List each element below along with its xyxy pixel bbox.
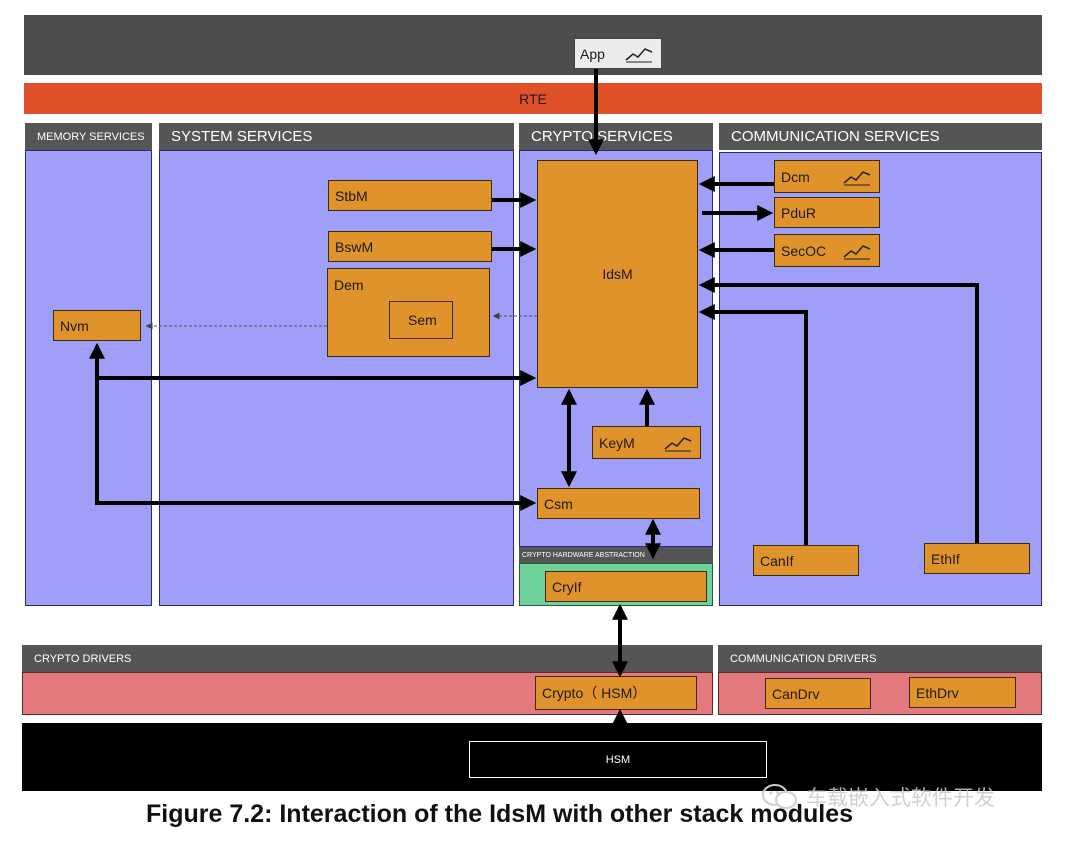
memory-services-header: MEMORY SERVICES — [25, 123, 152, 150]
secoc-module[interactable]: SecOC — [774, 234, 880, 267]
canif-label: CanIf — [760, 552, 794, 569]
dcm-module[interactable]: Dcm — [774, 160, 880, 193]
sem-module[interactable]: Sem — [389, 301, 453, 339]
ethdrv-label: EthDrv — [916, 684, 959, 701]
idsm-label: IdsM — [602, 266, 633, 282]
arrow-nvm-idsm — [89, 342, 537, 386]
stbm-label: StbM — [335, 187, 368, 204]
idsm-module[interactable]: IdsM — [537, 160, 698, 388]
nvm-module[interactable]: Nvm — [53, 310, 141, 341]
csm-label: Csm — [544, 495, 573, 512]
arrow-nvm-csm — [95, 378, 537, 511]
bswm-label: BswM — [335, 238, 374, 255]
ethif-label: EthIf — [931, 550, 960, 567]
rte-label: RTE — [519, 90, 547, 107]
communication-services-panel — [719, 152, 1042, 606]
chat-bubble-icon — [762, 784, 797, 809]
hsm-module[interactable]: HSM — [469, 741, 767, 778]
hsm-label: HSM — [605, 753, 631, 766]
pdur-module[interactable]: PduR — [774, 197, 880, 228]
nvm-label: Nvm — [60, 317, 89, 334]
cryif-label: CryIf — [552, 578, 582, 595]
stbm-module[interactable]: StbM — [328, 180, 492, 211]
system-services-header: SYSTEM SERVICES — [159, 123, 514, 150]
sem-label: Sem — [408, 312, 437, 328]
keym-label: KeyM — [599, 434, 635, 451]
candrv-module[interactable]: CanDrv — [765, 678, 871, 709]
chart-icon — [664, 436, 692, 451]
csm-module[interactable]: Csm — [537, 488, 700, 519]
communication-drivers-header: COMMUNICATION DRIVERS — [718, 645, 1042, 672]
app-label: App — [580, 45, 605, 62]
ethdrv-module[interactable]: EthDrv — [909, 677, 1016, 708]
crypto-hsm-label: Crypto（ HSM） — [542, 685, 647, 701]
candrv-label: CanDrv — [772, 685, 820, 702]
dcm-label: Dcm — [781, 168, 810, 185]
crypto-hw-abstraction-header: CRYPTO HARDWARE ABSTRACTION — [519, 547, 713, 563]
pdur-label: PduR — [781, 204, 817, 221]
arrow-canif-idsm — [698, 304, 808, 545]
ethif-module[interactable]: EthIf — [924, 543, 1030, 574]
communication-services-header: COMMUNICATION SERVICES — [719, 123, 1042, 150]
cryif-module[interactable]: CryIf — [545, 571, 707, 602]
canif-module[interactable]: CanIf — [753, 545, 859, 576]
crypto-services-header: CRYPTO SERVICES — [519, 123, 713, 150]
chart-icon — [843, 244, 871, 259]
crypto-drivers-header: CRYPTO DRIVERS — [22, 645, 713, 672]
app-module[interactable]: App — [574, 38, 662, 69]
chart-icon — [625, 47, 653, 62]
arrow-ethif-idsm — [698, 277, 979, 543]
dem-label: Dem — [334, 277, 364, 293]
secoc-label: SecOC — [781, 242, 827, 259]
keym-module[interactable]: KeyM — [592, 426, 701, 459]
application-layer-bar — [24, 15, 1042, 75]
chart-icon — [843, 170, 871, 185]
bswm-module[interactable]: BswM — [328, 231, 492, 262]
figure-caption: Figure 7.2: Interaction of the IdsM with… — [146, 800, 854, 828]
watermark: 车载嵌入式软件开发 — [760, 782, 995, 812]
watermark-text: 车载嵌入式软件开发 — [806, 787, 995, 810]
rte-bar: RTE — [24, 83, 1042, 114]
